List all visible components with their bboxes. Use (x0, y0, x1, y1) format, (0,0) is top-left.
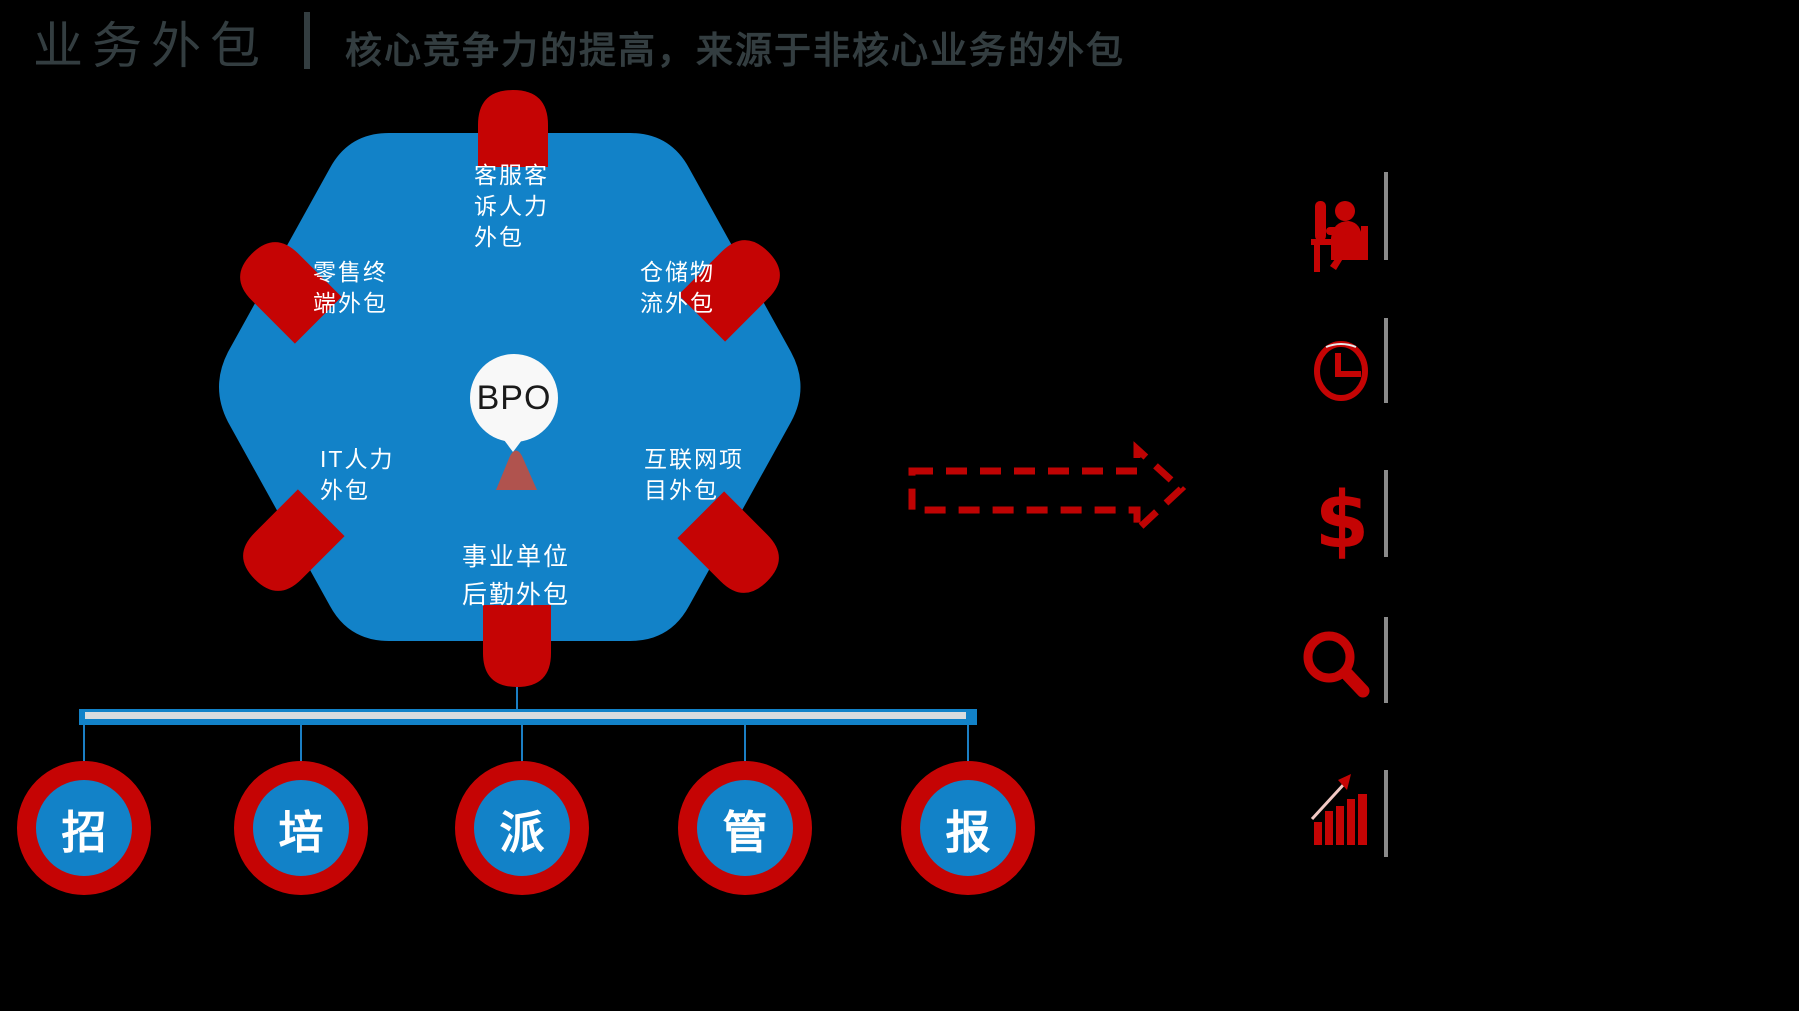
step-circle-train: 培 (234, 761, 368, 895)
node-label-top: 客服客 诉人力 外包 (474, 162, 549, 250)
node-label-upper-left: 零售终 端外包 (313, 259, 388, 316)
pill-upper-left (240, 242, 342, 344)
center-triangle (496, 450, 537, 490)
magnifier-icon (1303, 631, 1370, 698)
step-circle-dispatch: 派 (455, 761, 589, 895)
benefit-icons: $ (1303, 201, 1370, 845)
step-circle-report: 报 (901, 761, 1035, 895)
node-label-lower-left: IT人力 外包 (320, 446, 395, 503)
growth-chart-icon (1310, 774, 1367, 845)
bpo-center-label: BPO (476, 378, 552, 417)
step-circle-recruit: 招 (17, 761, 151, 895)
page-subtitle: 核心竞争力的提高，来源于非核心业务的外包 (345, 31, 1125, 72)
pill-top (478, 90, 548, 167)
step-circle-manage: 管 (678, 761, 812, 895)
dashed-arrow (908, 441, 1187, 539)
node-label-lower-right: 互联网项 目外包 (644, 446, 744, 503)
pill-bottom (483, 605, 551, 687)
process-bar-highlight (85, 712, 966, 719)
bpo-circle (470, 354, 558, 442)
dollar-icon: $ (1315, 476, 1369, 566)
step-connectors (83, 725, 969, 762)
clock-icon (1314, 341, 1368, 401)
page-title: 业务外包 (33, 18, 269, 74)
pill-lower-left (243, 489, 345, 591)
person-at-desk-icon (1311, 201, 1368, 272)
node-label-upper-right: 仓储物 流外包 (640, 259, 715, 316)
pill-upper-right (678, 240, 780, 342)
title-separator (304, 12, 310, 69)
node-label-bottom: 事业单位 后勤外包 (462, 543, 571, 609)
pill-lower-right (677, 491, 779, 593)
bpo-circle-pointer (504, 440, 522, 452)
